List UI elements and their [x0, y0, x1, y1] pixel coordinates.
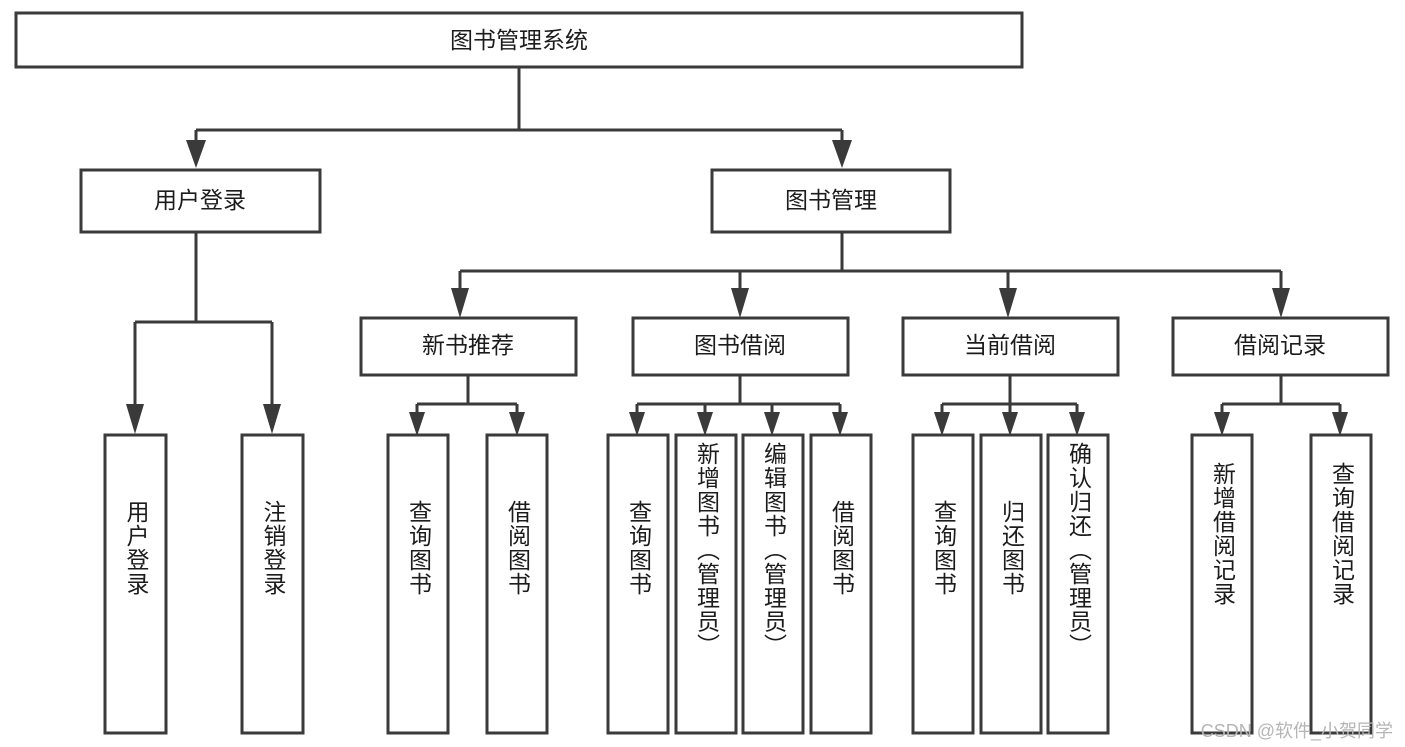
arrowhead-book-manage — [832, 140, 852, 168]
connector-layer — [126, 68, 1348, 436]
node-leaf-add-record[interactable] — [1190, 433, 1254, 735]
node-layer: 图书管理系统 用户登录 图书管理 新书推荐 图书借阅 当前借阅 借阅记录 — [14, 11, 1390, 735]
node-leaf-query-book-2[interactable] — [606, 433, 670, 735]
node-leaf-return-book[interactable] — [979, 433, 1043, 735]
arrowhead-new-book-recommend — [451, 288, 469, 318]
csdn-watermark: CSDN @软件_小贺同学 — [1200, 721, 1393, 741]
node-current-borrow[interactable] — [901, 316, 1120, 377]
node-user-login[interactable] — [79, 168, 322, 234]
node-leaf-query-record[interactable] — [1309, 433, 1373, 735]
node-leaf-add-book[interactable] — [674, 433, 738, 735]
node-borrow-record[interactable] — [1171, 316, 1390, 377]
node-current-borrow-label: 当前借阅 — [964, 332, 1056, 358]
node-leaf-user-login[interactable] — [103, 433, 168, 735]
node-book-manage-label: 图书管理 — [785, 187, 877, 213]
arrowhead-current-borrow — [999, 288, 1017, 318]
arrowhead-leaf-borrow-book-2 — [832, 412, 848, 436]
node-root-label: 图书管理系统 — [450, 27, 588, 53]
arrowhead-user-login — [186, 140, 206, 168]
node-borrow-record-label: 借阅记录 — [1234, 332, 1326, 358]
node-leaf-edit-book[interactable] — [741, 433, 805, 735]
node-user-login-label: 用户登录 — [154, 187, 246, 213]
arrowhead-leaf-borrow-book-1 — [509, 412, 525, 436]
arrowhead-leaf-add-book — [697, 412, 713, 436]
node-root[interactable] — [14, 11, 1024, 69]
node-leaf-user-logout[interactable] — [240, 433, 305, 735]
arrowhead-leaf-user-logout — [263, 404, 281, 434]
node-leaf-query-book-1[interactable] — [386, 433, 450, 735]
arrowhead-leaf-confirm-return — [1069, 412, 1085, 436]
node-book-borrow-label: 图书借阅 — [694, 332, 786, 358]
node-book-borrow[interactable] — [631, 316, 850, 377]
arrowhead-book-borrow — [731, 288, 749, 318]
node-leaf-query-book-3[interactable] — [911, 433, 975, 735]
arrowhead-leaf-edit-book — [764, 412, 780, 436]
node-leaf-confirm-return[interactable] — [1046, 433, 1110, 735]
arrowhead-borrow-record — [1272, 288, 1290, 318]
arrowhead-leaf-query-book-3 — [934, 412, 950, 436]
node-new-book-recommend[interactable] — [359, 316, 578, 377]
arrowhead-leaf-query-book-1 — [409, 412, 425, 436]
node-leaf-borrow-book-2[interactable] — [809, 433, 873, 735]
arrowhead-leaf-return-book — [1002, 412, 1018, 436]
arrowhead-leaf-query-book-2 — [629, 412, 645, 436]
arrowhead-leaf-user-login — [126, 404, 144, 434]
arrowhead-leaf-add-record — [1214, 412, 1230, 436]
arrowhead-leaf-query-record — [1332, 412, 1348, 436]
node-leaf-borrow-book-1[interactable] — [485, 433, 549, 735]
node-new-book-recommend-label: 新书推荐 — [422, 332, 514, 358]
node-book-manage[interactable] — [710, 168, 952, 234]
